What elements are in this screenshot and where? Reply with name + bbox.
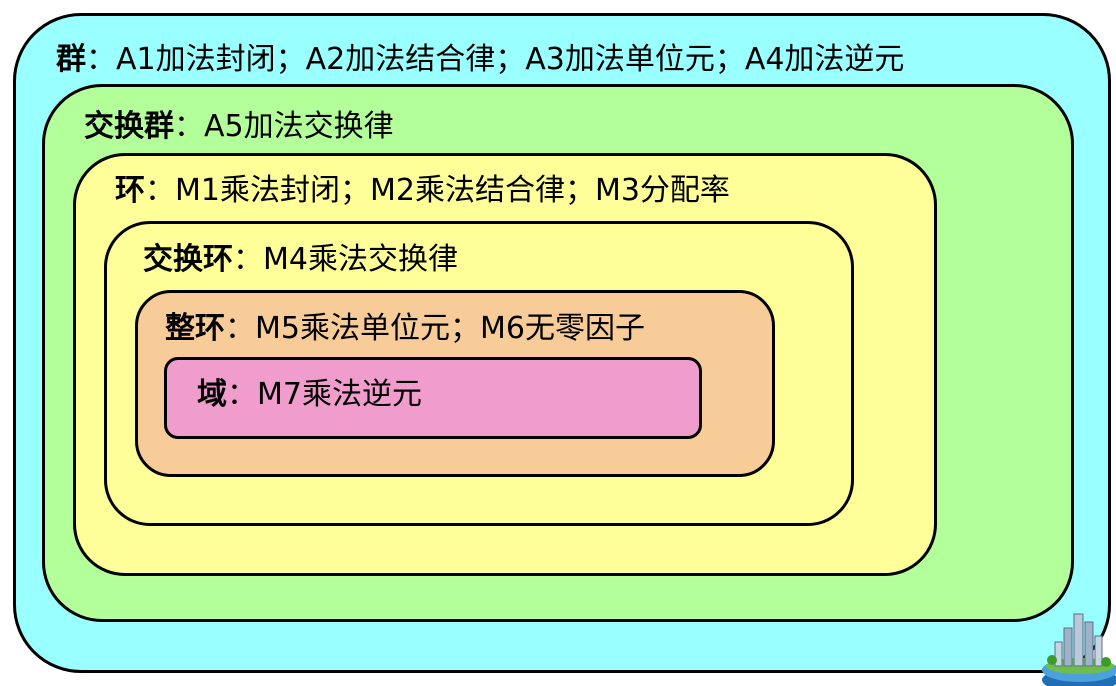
commutative-ring-axioms: M4乘法交换律 — [263, 242, 458, 277]
ring-axioms: M1乘法封闭；M2乘法结合律；M3分配率 — [175, 173, 730, 208]
ring-term: 环 — [115, 173, 145, 208]
field-separator: ： — [227, 377, 257, 412]
ring-label: 环：M1乘法封闭；M2乘法结合律；M3分配率 — [115, 172, 730, 210]
commutative-ring-label: 交换环：M4乘法交换律 — [143, 241, 458, 279]
field-box — [164, 357, 702, 439]
integral-domain-term: 整环 — [165, 311, 225, 346]
integral-domain-separator: ： — [225, 311, 255, 346]
field-axioms: M7乘法逆元 — [257, 377, 422, 412]
commutative-ring-term: 交换环 — [143, 242, 233, 277]
abelian-group-label: 交换群：A5加法交换律 — [84, 108, 394, 146]
commutative-ring-separator: ： — [233, 242, 263, 277]
integral-domain-label: 整环：M5乘法单位元；M6无零因子 — [165, 310, 645, 348]
group-separator: ： — [86, 42, 116, 77]
city-globe-icon — [1042, 613, 1116, 686]
group-term: 群 — [56, 42, 86, 77]
ring-separator: ： — [145, 173, 175, 208]
field-term: 域 — [197, 377, 227, 412]
group-axioms: A1加法封闭；A2加法结合律；A3加法单位元；A4加法逆元 — [116, 42, 905, 77]
abelian-group-separator: ： — [174, 109, 204, 144]
field-label: 域：M7乘法逆元 — [197, 376, 422, 414]
abelian-group-term: 交换群 — [84, 109, 174, 144]
abelian-group-axioms: A5加法交换律 — [204, 109, 394, 144]
integral-domain-axioms: M5乘法单位元；M6无零因子 — [255, 311, 645, 346]
group-label: 群：A1加法封闭；A2加法结合律；A3加法单位元；A4加法逆元 — [56, 41, 904, 79]
